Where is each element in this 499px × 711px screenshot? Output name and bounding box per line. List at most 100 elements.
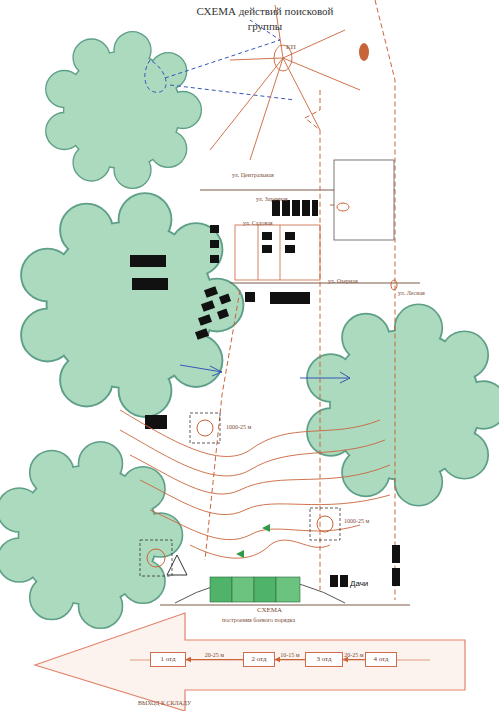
house-row [130, 255, 166, 267]
unit-box: 3 отд [305, 652, 343, 667]
unit-box: 4 отд [365, 652, 397, 667]
forest-area [0, 443, 182, 628]
landmark [359, 43, 369, 61]
marker-ellipse [391, 280, 397, 290]
block [235, 225, 320, 280]
post-circle [197, 420, 213, 436]
map-label: ул. Садовая [243, 220, 273, 226]
sight-line [210, 58, 283, 150]
diagram-title: СХЕМА действий поисковой группы [195, 4, 335, 34]
shelter-cell [210, 577, 232, 602]
forest-area [0, 443, 182, 628]
marker [262, 524, 270, 532]
house [245, 292, 255, 302]
map-label: ул. Озерная [328, 278, 358, 284]
shelter-cell [232, 577, 254, 602]
building-outline [334, 160, 394, 240]
marker [236, 550, 244, 558]
distance-label: 20-25 м [344, 652, 363, 658]
post-square [140, 540, 172, 576]
post-square [190, 413, 220, 443]
map-label: СХЕМА [257, 607, 282, 614]
contour [120, 410, 380, 456]
distance-label: 20-25 м [205, 652, 224, 658]
unit-box: 1 отд [150, 652, 186, 667]
house [219, 294, 231, 305]
unit-name: 4 отд [373, 656, 388, 663]
house [210, 255, 219, 263]
sight-line [230, 58, 283, 60]
formation-connector [343, 659, 365, 660]
contour [150, 510, 360, 540]
forest-area [308, 305, 499, 505]
map-label: КП [286, 44, 296, 51]
house [282, 200, 290, 216]
post-triangle [167, 555, 187, 575]
map-label: построения боевого порядка [222, 617, 295, 623]
sight-line [283, 30, 345, 58]
sight-line [283, 58, 320, 130]
map-label: 1000-25 м [344, 518, 369, 524]
map-label: 1000-25 м [226, 424, 251, 430]
contour [120, 430, 385, 476]
forest-area [46, 32, 200, 187]
map-label: Дачи [350, 580, 368, 588]
house-row [270, 292, 310, 304]
contour [130, 455, 390, 494]
sight-line [283, 58, 360, 90]
green-markers [236, 524, 270, 558]
distance-label: 10-15 м [280, 652, 299, 658]
forest-area [46, 32, 200, 187]
route-dashed [375, 0, 395, 600]
house [292, 200, 300, 216]
unit-name: 3 отд [316, 656, 331, 663]
map-label: ул. Заречная [256, 196, 288, 202]
green-shelter [210, 577, 300, 602]
house [217, 309, 229, 320]
ground-line [160, 605, 410, 606]
sight-line [250, 58, 283, 160]
house-row [132, 278, 168, 290]
post-square [310, 508, 340, 540]
house [210, 225, 219, 233]
exit-arrow [35, 613, 465, 711]
road-dashes [205, 0, 395, 600]
house [285, 232, 295, 240]
village-blocks [235, 225, 320, 280]
formation-connector [275, 659, 305, 660]
contour [190, 540, 330, 558]
map-label: ул. Лесная [398, 290, 425, 296]
map-label: ул. Центральная [232, 172, 274, 178]
direction-arrow [180, 365, 222, 376]
marker-ellipse [337, 203, 349, 211]
shelter-cell [276, 577, 300, 602]
house [392, 545, 400, 563]
house [204, 286, 218, 298]
group-arrows [180, 365, 350, 383]
direction-arrow [300, 372, 350, 383]
house [302, 200, 310, 216]
formation-connector [186, 659, 243, 660]
post-circle [317, 516, 333, 532]
search-route [145, 20, 295, 100]
tree-fills [0, 32, 499, 627]
house [392, 568, 400, 586]
map-label: ВЫХОД К СКЛАДУ [138, 700, 191, 706]
forest-area [22, 194, 243, 416]
post-circle [147, 549, 165, 567]
terrain-contours [120, 410, 390, 558]
roads [160, 190, 420, 605]
observation-lines [210, 5, 360, 160]
house [330, 575, 338, 587]
house [340, 575, 348, 587]
search-zone [145, 60, 166, 92]
buildings [130, 200, 400, 587]
unit-name: 2 отд [251, 656, 266, 663]
shelter-cell [254, 577, 276, 602]
unit-box: 2 отд [243, 652, 275, 667]
house [312, 200, 318, 216]
tree-outlines [0, 32, 499, 627]
